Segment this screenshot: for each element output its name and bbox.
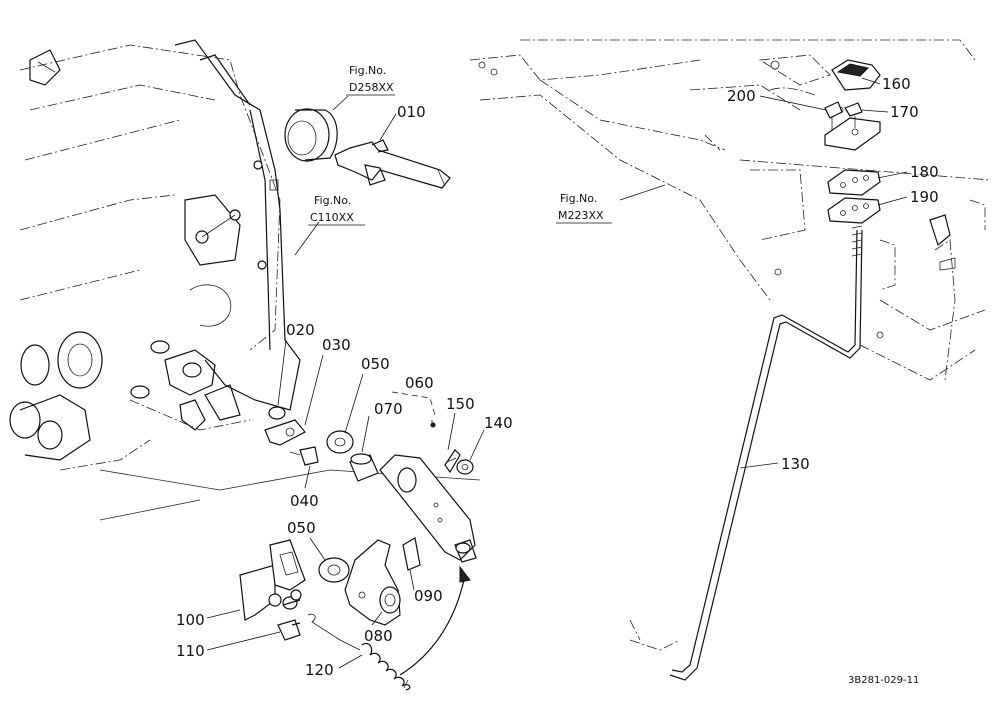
motion-arrow (399, 565, 471, 676)
part-120-spring (307, 613, 411, 691)
part-060-lever (379, 391, 477, 563)
figure-ref-c110[interactable]: Fig.No. C110XX (308, 194, 365, 226)
part-label-200[interactable]: 200 (727, 87, 756, 105)
part-130-rod (669, 225, 863, 681)
leader-lines (206, 77, 908, 669)
part-label-090[interactable]: 090 (414, 587, 443, 605)
part-100-bracket (239, 539, 306, 621)
part-label-150[interactable]: 150 (446, 395, 475, 413)
part-label-110[interactable]: 110 (176, 642, 205, 660)
part-050-washer-lower (318, 557, 350, 583)
chassis-panel (469, 39, 991, 651)
part-label-190[interactable]: 190 (910, 188, 939, 206)
part-label-020[interactable]: 020 (286, 321, 315, 339)
part-label-060[interactable]: 060 (405, 374, 434, 392)
part-labels: 010 020 030 040 050 050 060 070 080 090 … (176, 75, 939, 679)
part-170-nut (844, 102, 863, 117)
part-label-040[interactable]: 040 (290, 492, 319, 510)
part-label-170[interactable]: 170 (890, 103, 919, 121)
part-030-gasket (264, 419, 306, 446)
part-020-o-ring (268, 406, 286, 420)
figure-ref-m223-line2: M223XX (558, 209, 604, 222)
small-parts-group (264, 406, 379, 482)
figure-ref-m223[interactable]: Fig.No. M223XX (556, 192, 612, 224)
figure-ref-d258[interactable]: Fig.No. D258XX (346, 64, 395, 96)
figure-ref-d258-line2: D258XX (349, 81, 394, 94)
figure-ref-c110-line1: Fig.No. (314, 194, 351, 207)
part-110-bolt (277, 619, 301, 641)
drawing-code: 3B281-029-11 (848, 675, 919, 686)
part-label-030[interactable]: 030 (322, 336, 351, 354)
part-label-050-lower[interactable]: 050 (287, 519, 316, 537)
figure-ref-c110-line2: C110XX (310, 211, 354, 224)
part-label-140[interactable]: 140 (484, 414, 513, 432)
part-080-lever (318, 537, 421, 626)
part-label-180[interactable]: 180 (910, 163, 939, 181)
top-right-parts (824, 59, 881, 224)
part-050-washer-upper (326, 430, 354, 454)
part-label-080[interactable]: 080 (364, 627, 393, 645)
part-label-050-upper[interactable]: 050 (361, 355, 390, 373)
part-label-010[interactable]: 010 (397, 103, 426, 121)
part-label-070[interactable]: 070 (374, 400, 403, 418)
part-label-160[interactable]: 160 (882, 75, 911, 93)
part-label-130[interactable]: 130 (781, 455, 810, 473)
part-090-pin (402, 537, 421, 571)
part-140-150 (444, 449, 474, 475)
part-label-120[interactable]: 120 (305, 661, 334, 679)
part-200-bolt (824, 101, 843, 119)
part-040-bolt (299, 446, 319, 466)
figure-ref-d258-line1: Fig.No. (349, 64, 386, 77)
transmission-housing (9, 39, 481, 521)
figure-ref-m223-line1: Fig.No. (560, 192, 597, 205)
part-010-shaft (284, 108, 451, 189)
part-label-100[interactable]: 100 (176, 611, 205, 629)
